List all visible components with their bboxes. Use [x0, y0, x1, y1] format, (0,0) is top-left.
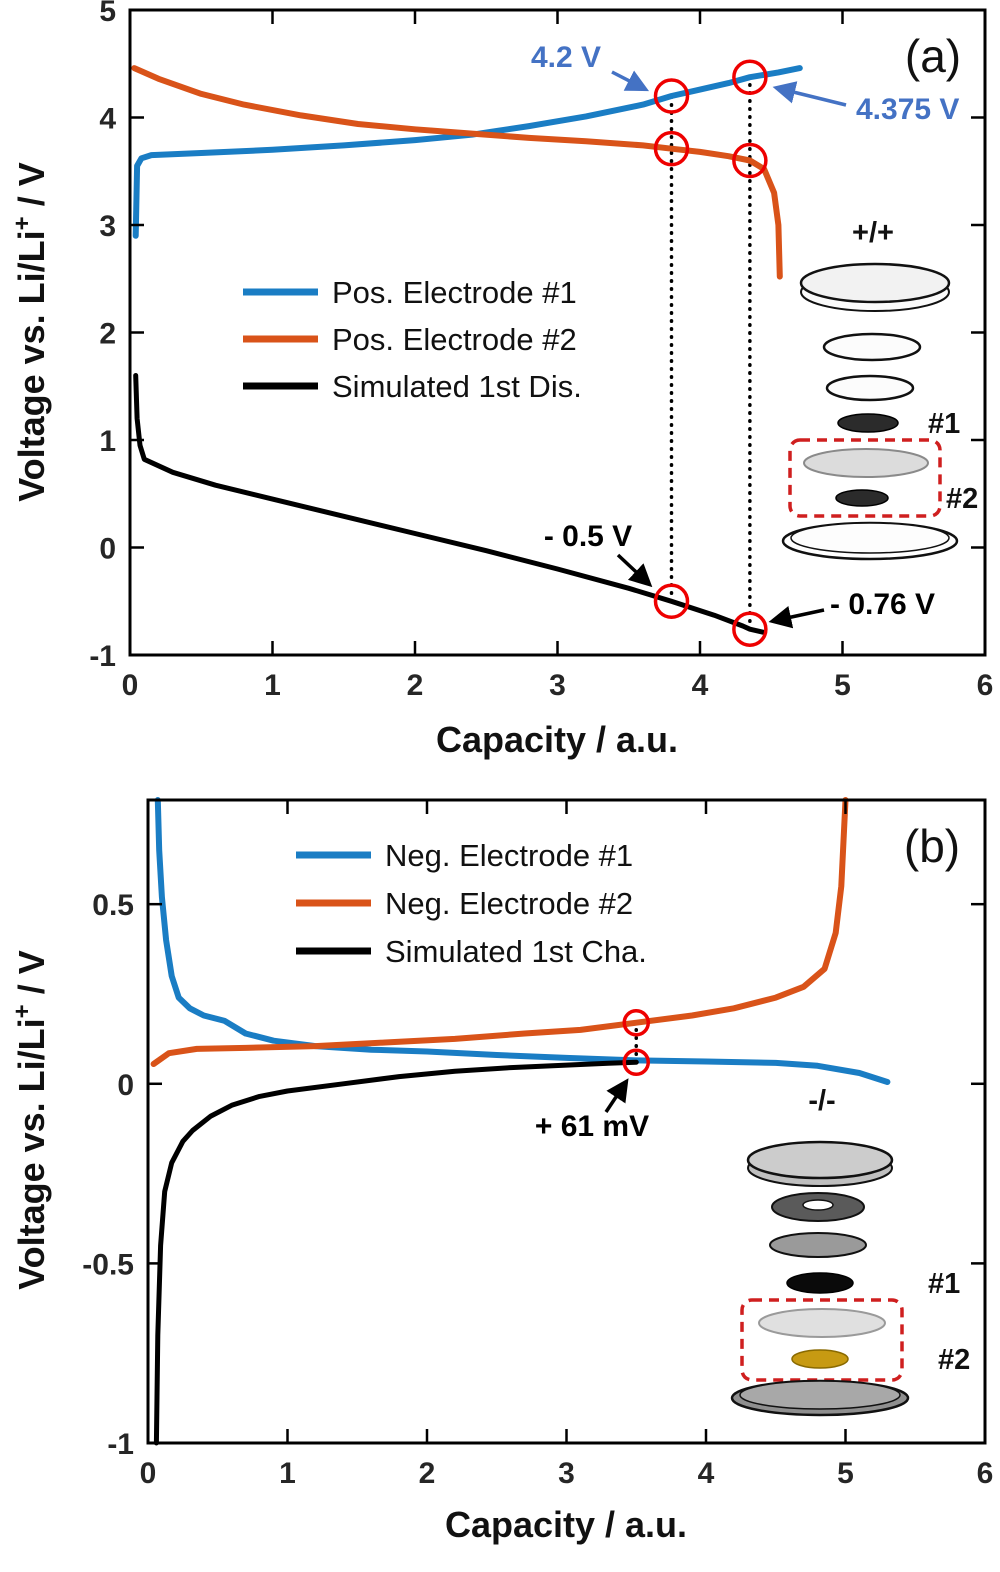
panel-a-xlabel: Capacity / a.u. [436, 719, 678, 760]
legend-label-neg1: Neg. Electrode #1 [385, 838, 633, 873]
highlight-circle [653, 130, 690, 167]
highlight-circle [732, 611, 768, 647]
inset-a-title: +/+ [852, 217, 894, 249]
separator-disc-icon [803, 448, 929, 478]
electrode-2-gold-disc-icon [791, 1349, 849, 1369]
x-tick-label: 1 [279, 1457, 296, 1490]
highlight-circle [653, 583, 690, 619]
x-tick-label: 0 [122, 669, 139, 702]
washer-hole-icon [802, 1199, 834, 1211]
legend-label-pos1: Pos. Electrode #1 [332, 275, 577, 310]
annotation-arrow-minus0p5v [616, 553, 653, 588]
series-line-b-3 [153, 1059, 639, 1446]
annotation-4p2v: 4.2 V [531, 41, 601, 74]
inset-b-item2-label: #2 [938, 1344, 970, 1376]
legend-label-neg2: Neg. Electrode #2 [385, 886, 633, 921]
annotation-minus0p76v: - 0.76 V [830, 588, 935, 621]
series-line-b-2 [150, 797, 849, 1067]
inset-b-item1-label: #1 [928, 1268, 960, 1300]
series-line-a-1 [132, 65, 803, 239]
panel-b-letter: (b) [904, 820, 960, 872]
annotation-4p375v: 4.375 V [856, 93, 959, 126]
annotation-arrow-minus0p76v [768, 606, 825, 629]
y-tick-label: 2 [99, 318, 116, 351]
x-tick-label: 5 [837, 1457, 854, 1490]
inset-a-item2-label: #2 [946, 483, 978, 515]
y-tick-label: 0 [99, 533, 116, 566]
y-tick-label: 1 [99, 425, 116, 458]
annotation-arrow-plus61mv [604, 1078, 629, 1113]
annotation-arrow-4p375v [772, 81, 847, 107]
annotation-plus61mv: + 61 mV [535, 1110, 649, 1143]
highlight-circle [732, 142, 768, 179]
highlight-circle [622, 1048, 650, 1076]
annotation-arrow-4p2v [611, 70, 650, 92]
x-tick-label: 6 [977, 1457, 994, 1490]
coin-cap-icon [746, 1140, 894, 1180]
panel-a-ylabel: Voltage vs. Li/Li+ / V [9, 162, 52, 501]
highlight-dashed-box [740, 1298, 904, 1382]
panel-a-decorations: (a) Capacity / a.u. Voltage vs. Li/Li+ /… [9, 30, 978, 760]
electrode-1-disc-icon [837, 413, 899, 433]
coin-case-rim-icon [790, 522, 950, 554]
legend-b: Neg. Electrode #1 Neg. Electrode #2 Simu… [296, 838, 647, 969]
plot-area-b [150, 797, 891, 1446]
electrode-1-disc-icon [786, 1272, 854, 1294]
y-tick-label: 4 [99, 103, 116, 136]
legend-label-pos2: Pos. Electrode #2 [332, 322, 577, 357]
highlight-circle [622, 1008, 650, 1037]
panel-b-ylabel: Voltage vs. Li/Li+ / V [9, 950, 52, 1289]
x-tick-label: 4 [698, 1457, 715, 1490]
panel-a-letter: (a) [905, 30, 961, 82]
panel-b-xlabel: Capacity / a.u. [445, 1504, 687, 1545]
x-tick-label: 3 [549, 669, 566, 702]
panel-b-decorations: (b) Capacity / a.u. Voltage vs. Li/Li+ /… [9, 820, 970, 1545]
legend-label-sim-dis: Simulated 1st Dis. [332, 369, 582, 404]
x-tick-label: 6 [977, 669, 994, 702]
y-tick-label: 0 [117, 1069, 134, 1102]
coin-cap-icon [799, 262, 951, 304]
highlight-dashed-box [788, 438, 942, 518]
electrode-2-disc-icon [835, 489, 889, 507]
legend-label-sim-cha: Simulated 1st Cha. [385, 934, 647, 969]
annotations-b: + 61 mV [535, 1078, 649, 1143]
inset-a-item1-label: #1 [928, 408, 960, 440]
separator-disc-icon [758, 1308, 886, 1338]
series-line-a-2 [131, 65, 783, 280]
x-tick-label: 1 [264, 669, 281, 702]
x-tick-label: 0 [140, 1457, 157, 1490]
inset-coin-cell-a: +/+ #1 #2 [781, 217, 978, 561]
x-tick-label: 4 [692, 669, 709, 702]
highlight-circle [732, 59, 768, 95]
spacer-disc-icon [822, 332, 922, 362]
series-line-a-3 [133, 373, 767, 635]
spacer-disc-icon [825, 374, 915, 402]
spacer-disc-icon [769, 1232, 867, 1258]
coin-case-rim-icon [739, 1380, 901, 1410]
y-tick-label: 5 [99, 0, 116, 28]
highlight-circle [653, 78, 690, 114]
y-tick-label: 0.5 [92, 889, 134, 922]
x-tick-label: 2 [407, 669, 424, 702]
x-tick-label: 5 [834, 669, 851, 702]
annotations-a: 4.2 V 4.375 V - 0.5 V - 0.76 V [531, 41, 959, 629]
annotation-minus0p5v: - 0.5 V [544, 520, 632, 553]
y-tick-label: -0.5 [82, 1248, 134, 1281]
x-tick-label: 2 [419, 1457, 436, 1490]
series-line-b-1 [154, 797, 891, 1085]
x-tick-label: 3 [558, 1457, 575, 1490]
y-tick-label: -1 [89, 640, 116, 673]
y-tick-label: -1 [107, 1428, 134, 1461]
inset-coin-cell-b: -/- #1 #2 [730, 1085, 970, 1417]
legend-a: Pos. Electrode #1 Pos. Electrode #2 Simu… [243, 275, 582, 404]
inset-b-title: -/- [808, 1085, 835, 1117]
y-tick-label: 3 [99, 210, 116, 243]
